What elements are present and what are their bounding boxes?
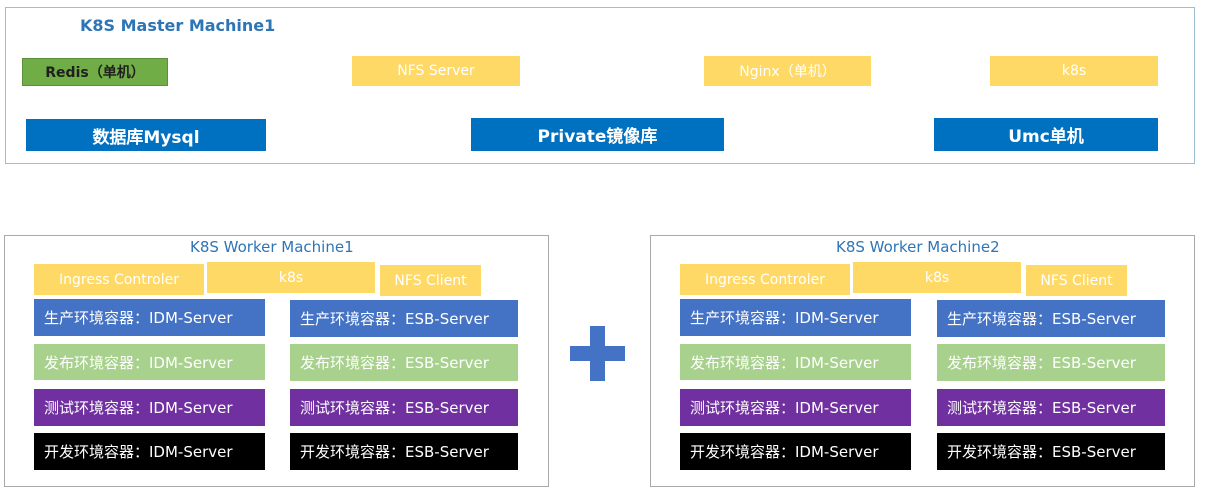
worker-2-esb-prod: 生产环境容器：ESB-Server [937,300,1165,337]
worker-2-ingress-tag: Ingress Controler [680,264,850,295]
nginx-box: Nginx（单机） [704,56,871,86]
worker-machine-2-title: K8S Worker Machine2 [836,238,1000,256]
worker-1-nfs-client-tag: NFS Client [380,265,481,296]
worker-1-idm-prod: 生产环境容器：IDM-Server [34,299,265,336]
redis-box: Redis（单机） [22,58,168,86]
worker-2-idm-release: 发布环境容器：IDM-Server [680,344,911,380]
worker-1-idm-test: 测试环境容器：IDM-Server [34,389,265,426]
plus-icon [570,326,625,381]
worker-1-idm-release: 发布环境容器：IDM-Server [34,344,265,380]
worker-1-esb-dev: 开发环境容器：ESB-Server [290,433,518,470]
worker-1-esb-test: 测试环境容器：ESB-Server [290,389,518,426]
worker-1-idm-dev: 开发环境容器：IDM-Server [34,433,265,470]
worker-2-esb-dev: 开发环境容器：ESB-Server [937,433,1165,470]
mysql-box: 数据库Mysql [26,119,266,151]
private-registry-box: Private镜像库 [471,118,724,151]
master-machine-title: K8S Master Machine1 [80,16,276,35]
worker-1-esb-release: 发布环境容器：ESB-Server [290,344,518,381]
umc-box: Umc单机 [934,118,1158,151]
worker-2-idm-prod: 生产环境容器：IDM-Server [680,299,911,336]
worker-machine-1-title: K8S Worker Machine1 [190,238,354,256]
worker-2-esb-test: 测试环境容器：ESB-Server [937,389,1165,426]
worker-1-esb-prod: 生产环境容器：ESB-Server [290,300,518,337]
k8s-master-box: k8s [990,56,1158,86]
worker-1-k8s-tag: k8s [207,262,375,293]
worker-2-k8s-tag: k8s [853,262,1021,293]
worker-2-idm-dev: 开发环境容器：IDM-Server [680,433,911,470]
worker-2-nfs-client-tag: NFS Client [1026,265,1127,296]
worker-2-esb-release: 发布环境容器：ESB-Server [937,344,1165,381]
nfs-server-box: NFS Server [352,56,520,86]
worker-2-idm-test: 测试环境容器：IDM-Server [680,389,911,426]
worker-1-ingress-tag: Ingress Controler [34,264,204,295]
